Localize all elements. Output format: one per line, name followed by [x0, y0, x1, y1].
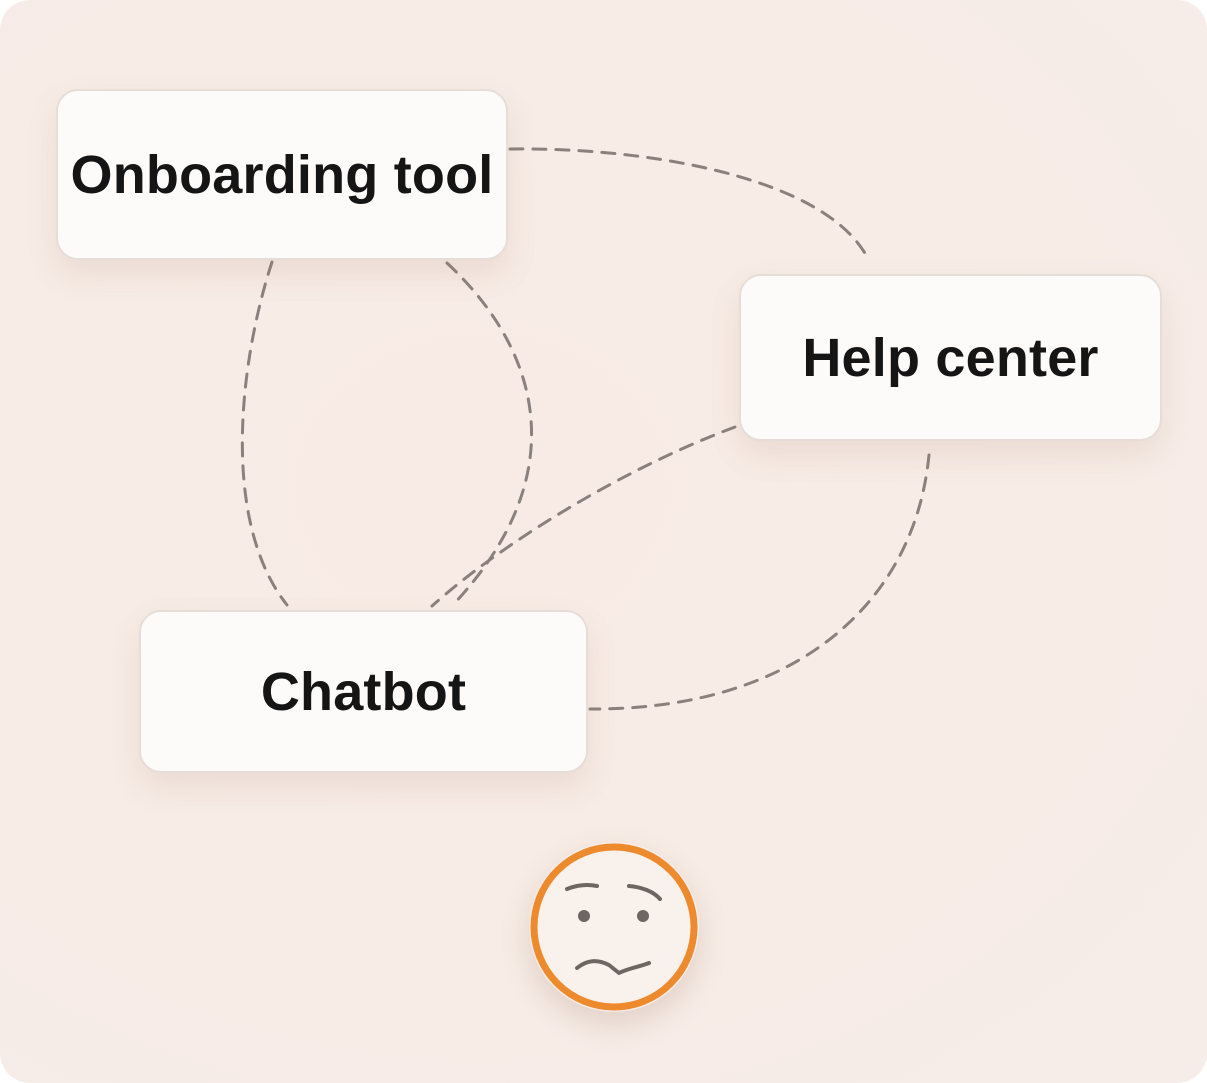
edge-onboarding-chatbot-right — [445, 261, 533, 608]
edge-onboarding-chatbot-left — [240, 260, 289, 607]
edge-onboarding-help — [508, 147, 868, 257]
edge-help-chatbot-bottom — [588, 453, 931, 711]
node-label: Chatbot — [260, 661, 467, 722]
node-label: Onboarding tool — [70, 144, 494, 205]
edge-help-chatbot-middle — [430, 425, 737, 608]
node-help-center[interactable]: Help center — [739, 274, 1162, 441]
node-onboarding-tool[interactable]: Onboarding tool — [56, 89, 508, 260]
node-chatbot[interactable]: Chatbot — [139, 610, 588, 773]
worried-face-icon — [529, 842, 699, 1012]
node-label: Help center — [802, 327, 1099, 388]
